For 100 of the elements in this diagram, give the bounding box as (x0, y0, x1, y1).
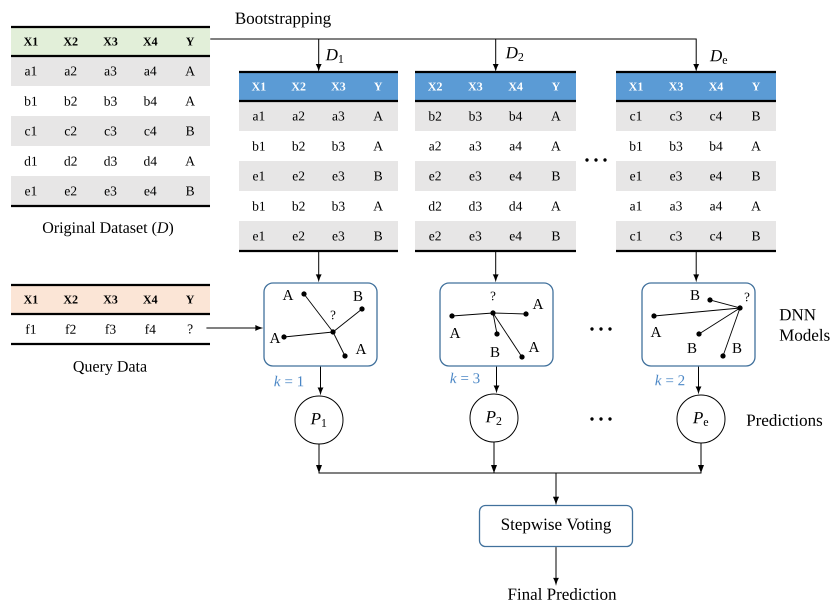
class-label: A (532, 299, 544, 309)
arrow (493, 250, 498, 281)
table-cell: a3 (104, 66, 116, 76)
header-cell: X3 (103, 295, 118, 304)
header-cell: X3 (468, 82, 482, 91)
table-cell: d3 (469, 201, 482, 211)
class-label: ? (330, 310, 336, 320)
header-cell: Y (552, 82, 560, 90)
table-cell: a1 (252, 111, 264, 120)
arrow (694, 250, 699, 281)
table-cell: f1 (26, 324, 36, 334)
table-caption: Query Data (74, 360, 147, 376)
header-cell: X4 (508, 82, 523, 90)
header-cell: Y (186, 38, 194, 46)
table-cell: B (374, 172, 382, 180)
table-cell: d4 (144, 156, 157, 166)
header-cell: X2 (428, 82, 442, 90)
class-label: ? (744, 292, 750, 302)
table-cell: a3 (670, 201, 682, 211)
table-cell: c4 (144, 126, 156, 136)
table-cell: b3 (332, 141, 345, 151)
header-cell: X4 (708, 82, 724, 90)
arrow (553, 546, 559, 584)
table-cell: e1 (25, 186, 36, 196)
table-cell: B (552, 232, 560, 240)
table-cell: f3 (105, 324, 116, 334)
table-cell: b4 (144, 96, 157, 106)
arrow (494, 366, 500, 392)
header-cell: Y (186, 296, 194, 304)
k-value-label: k = 1 (274, 376, 304, 386)
class-label: A (650, 327, 662, 337)
table-cell: e3 (332, 171, 344, 181)
table-cell: d4 (509, 201, 522, 211)
table-cell: d1 (24, 156, 37, 166)
arrow (553, 443, 704, 504)
table-cell: c4 (710, 231, 722, 240)
table-cell: b3 (669, 141, 682, 151)
table-cell: a4 (710, 201, 722, 210)
table-cell: c3 (670, 231, 682, 241)
table-cell: B (552, 172, 560, 180)
table-cell: c1 (25, 126, 36, 136)
table-cell: c3 (104, 126, 116, 136)
table-cell: c2 (64, 126, 76, 136)
table-cell: A (185, 156, 195, 166)
arrow (696, 366, 702, 393)
header-cell: Y (374, 82, 382, 90)
class-label: A (356, 344, 366, 354)
table-cell: f4 (145, 324, 156, 334)
table-cell: e4 (710, 171, 722, 180)
table-cell: B (186, 186, 194, 196)
arrow (210, 38, 699, 70)
table-cell: e2 (429, 171, 441, 181)
table-cell: A (373, 142, 383, 150)
table-cell: d2 (428, 201, 442, 211)
table-cell: A (751, 142, 761, 150)
class-label: A (450, 328, 460, 338)
table-cell: a2 (64, 66, 76, 76)
table-caption: Original Dataset (D) (42, 222, 174, 236)
table-cell: e2 (429, 231, 441, 241)
dataset-label: D$_{2}$ (505, 47, 524, 61)
table-cell: A (373, 112, 383, 120)
table-cell: b3 (104, 96, 117, 106)
table-cell: A (185, 96, 195, 106)
table-cell: a2 (292, 111, 304, 121)
table-cell: B (752, 112, 760, 120)
output-label: Final Prediction (508, 588, 616, 600)
k-value-label: k = 2 (655, 374, 684, 386)
header-cell: X2 (64, 38, 78, 46)
table-cell: e2 (292, 171, 304, 181)
table-cell: b2 (64, 96, 77, 106)
table-cell: e4 (144, 186, 156, 196)
table-cell: c1 (630, 231, 642, 240)
dataset-label: D$_{1}$ (325, 49, 344, 63)
table-cell: a4 (144, 66, 156, 76)
table-cell: e1 (253, 171, 264, 180)
class-label: A (270, 333, 280, 343)
arrow (206, 325, 262, 331)
header-cell: X1 (24, 296, 38, 304)
table-cell: A (185, 66, 195, 76)
table-cell: e3 (104, 186, 116, 196)
arrow (318, 366, 324, 394)
header-cell: Y (752, 82, 760, 90)
header-cell: X4 (143, 296, 158, 304)
table-cell: e3 (332, 231, 344, 241)
header-cell: X2 (64, 296, 78, 304)
class-label: B (690, 290, 700, 300)
side-label: DNN Models (780, 309, 830, 341)
table-cell: b1 (252, 201, 265, 211)
edge-label: Bootstrapping (234, 12, 332, 28)
table-cell: d3 (104, 156, 117, 166)
table-cell: b1 (24, 96, 37, 106)
table-cell: a3 (332, 111, 344, 121)
class-label: ? (490, 292, 496, 300)
table-cell: e1 (630, 171, 642, 180)
class-label: B (687, 343, 696, 353)
table-cell: e3 (470, 171, 482, 181)
header-cell: X4 (143, 38, 158, 46)
arrow (316, 250, 322, 281)
table-cell: A (751, 202, 761, 210)
table-cell: c4 (710, 111, 722, 120)
